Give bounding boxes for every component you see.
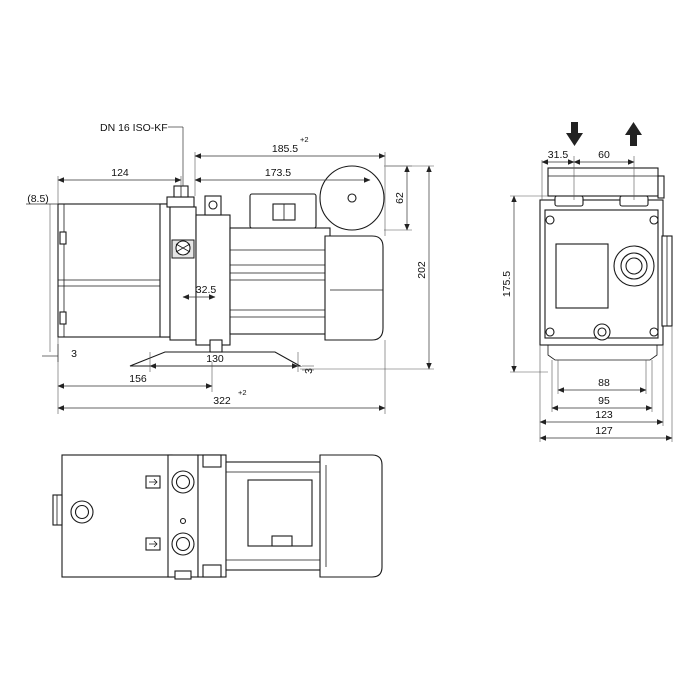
dim-port-spacing: 60 [598,149,610,161]
top-terminal-box [247,479,313,547]
dim-foot-inner: 88 [598,377,610,389]
dim-overall-length-tolerance: +2 [238,388,247,397]
dim-overall-length: 322 [213,395,231,407]
dim-base-offset: 156 [129,373,147,385]
flange-label: DN 16 ISO-KF [100,122,168,134]
dim-overall-width: 127 [595,425,613,437]
dim-port-offset: 31.5 [548,149,569,161]
dim-base-width: 130 [206,353,224,365]
side-view: 322 +2 156 130 32.5 3 3 (8.5) 124 17 [26,122,434,414]
dim-overall-height: 202 [416,261,428,279]
dim-foot-outer: 95 [598,395,610,407]
dim-fan-height: 62 [394,192,406,204]
dim-motor-length: 185.5 [272,143,298,155]
sight-window [555,243,609,309]
inlet-flange [166,196,195,208]
dim-foot-offset: 32.5 [196,284,217,296]
dim-body-width: 123 [595,409,613,421]
top-view [52,454,383,580]
top-fan-cover [319,454,383,578]
dim-end-height: 175.5 [501,271,513,297]
end-view: 31.5 60 175.5 88 95 123 127 [501,122,673,442]
end-top-flange [547,167,659,197]
fan-cover [324,235,384,341]
motor [229,227,331,335]
pump-body [57,203,171,338]
inlet-down-arrow [566,122,583,146]
dim-motor-length-tolerance: +2 [300,135,309,144]
dim-inlet-to-fan: 173.5 [265,167,291,179]
dim-bottom-gap: 3 [71,348,77,360]
outlet-up-arrow [625,122,642,146]
middle-housing [195,214,231,346]
dim-inlet-from-left: 124 [111,167,129,179]
valve-block [169,206,197,341]
dim-foot-height: 3 [303,368,315,374]
dim-left-offset: (8.5) [27,193,49,205]
